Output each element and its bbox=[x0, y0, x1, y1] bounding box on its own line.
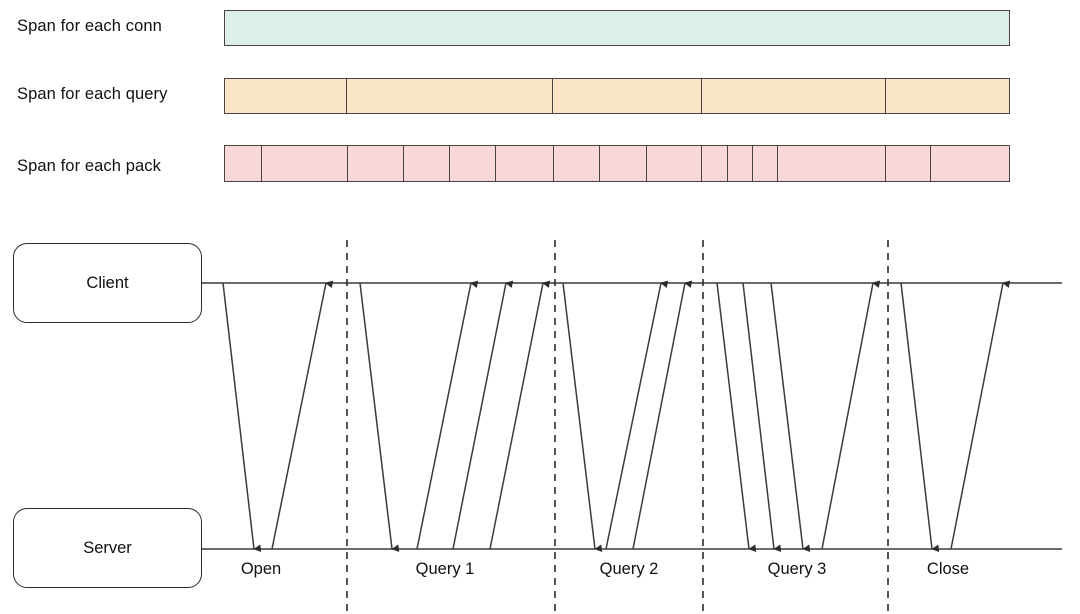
message-arrow-1-client-to-server[interactable] bbox=[222, 282, 262, 552]
lifelines-group bbox=[202, 282, 1062, 550]
span-segment-pack-12[interactable] bbox=[753, 146, 779, 181]
message-arrow-8-server-to-client[interactable] bbox=[605, 280, 669, 550]
message-arrow-6-server-to-client[interactable] bbox=[489, 280, 551, 550]
span-segment-pack-13[interactable] bbox=[778, 146, 887, 181]
phase-label-query-1: Query 1 bbox=[415, 560, 475, 578]
span-segment-pack-8[interactable] bbox=[600, 146, 647, 181]
message-arrow-14-client-to-server[interactable] bbox=[900, 282, 940, 552]
message-arrow-12-client-to-server[interactable] bbox=[770, 282, 811, 552]
span-segment-pack-11[interactable] bbox=[728, 146, 753, 181]
span-segment-query-3[interactable] bbox=[553, 79, 702, 113]
message-arrow-3-client-to-server[interactable] bbox=[359, 282, 400, 552]
span-segment-pack-4[interactable] bbox=[404, 146, 451, 181]
message-arrow-9-server-to-client[interactable] bbox=[632, 280, 693, 550]
phase-label-query-3: Query 3 bbox=[767, 560, 827, 578]
phase-label-open: Open bbox=[240, 560, 282, 578]
span-segment-pack-14[interactable] bbox=[886, 146, 932, 181]
span-segment-query-2[interactable] bbox=[347, 79, 554, 113]
span-segment-pack-10[interactable] bbox=[702, 146, 728, 181]
span-bar-conn[interactable] bbox=[224, 10, 1010, 46]
actor-label: Server bbox=[83, 538, 132, 557]
message-arrow-7-client-to-server[interactable] bbox=[562, 282, 603, 552]
span-segment-pack-7[interactable] bbox=[554, 146, 600, 181]
span-row-label-conn: Span for each conn bbox=[17, 17, 162, 35]
span-row-label-pack: Span for each pack bbox=[17, 157, 161, 175]
message-arrow-4-server-to-client[interactable] bbox=[416, 280, 479, 550]
span-segment-pack-3[interactable] bbox=[348, 146, 404, 181]
message-arrow-15-server-to-client[interactable] bbox=[950, 280, 1011, 550]
span-segment-pack-9[interactable] bbox=[647, 146, 702, 181]
span-row-label-query: Span for each query bbox=[17, 85, 168, 103]
span-segment-query-4[interactable] bbox=[702, 79, 887, 113]
actor-label: Client bbox=[86, 273, 129, 292]
span-bar-query[interactable] bbox=[224, 78, 1010, 114]
message-arrow-10-client-to-server[interactable] bbox=[716, 282, 757, 552]
messages-group bbox=[222, 280, 1011, 552]
message-arrow-2-server-to-client[interactable] bbox=[271, 280, 334, 550]
phase-label-close: Close bbox=[926, 560, 970, 578]
span-segment-pack-5[interactable] bbox=[450, 146, 497, 181]
span-segment-query-1[interactable] bbox=[225, 79, 347, 113]
span-segment-pack-1[interactable] bbox=[225, 146, 262, 181]
message-arrow-5-server-to-client[interactable] bbox=[452, 280, 514, 550]
phase-label-query-2: Query 2 bbox=[599, 560, 659, 578]
message-arrow-13-server-to-client[interactable] bbox=[821, 280, 881, 550]
actor-box-server[interactable]: Server bbox=[13, 508, 202, 588]
span-bar-pack[interactable] bbox=[224, 145, 1010, 182]
message-arrow-11-client-to-server[interactable] bbox=[742, 282, 782, 552]
phase-dividers-group bbox=[346, 240, 889, 614]
span-segment-pack-6[interactable] bbox=[496, 146, 555, 181]
actor-box-client[interactable]: Client bbox=[13, 243, 202, 323]
span-segment-pack-2[interactable] bbox=[262, 146, 348, 181]
